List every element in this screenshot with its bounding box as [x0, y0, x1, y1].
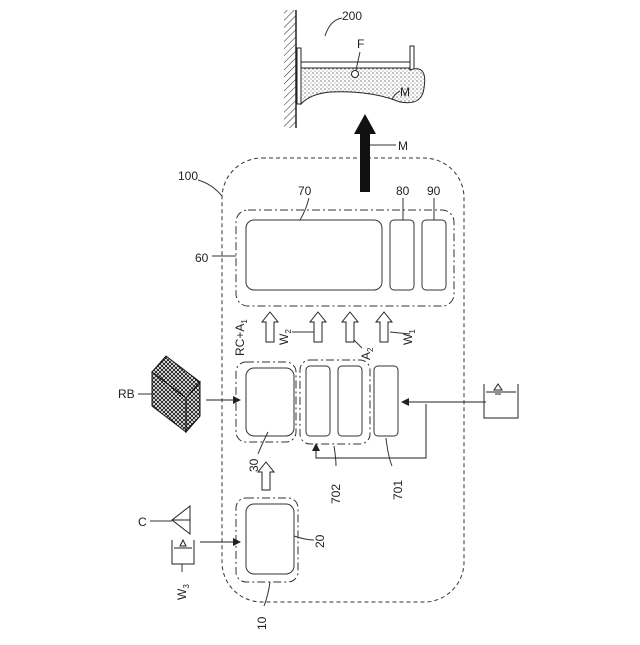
w1-arrow	[376, 312, 392, 342]
water-cup-w3	[172, 540, 194, 564]
label-80: 80	[396, 184, 410, 198]
rc-a-arrow	[262, 312, 278, 342]
tank-assembly	[284, 10, 425, 128]
flow-arrow-shaft	[360, 132, 370, 192]
a2-arrow	[342, 312, 358, 342]
label-flow-m: M	[398, 139, 408, 153]
leader-a2	[354, 340, 362, 348]
left-flange	[297, 48, 301, 104]
unit-70-box	[246, 220, 382, 290]
label-20: 20	[313, 534, 327, 548]
label-w3: W3	[175, 584, 191, 600]
tank-rail	[301, 62, 410, 68]
feed-line-701-702	[316, 404, 426, 458]
label-200: 200	[342, 9, 362, 23]
water-tank-right	[484, 384, 518, 418]
label-60: 60	[195, 251, 209, 265]
label-w2: W2	[277, 329, 293, 345]
leader-70	[300, 198, 309, 220]
label-a2: A2	[359, 347, 375, 360]
rb-block	[152, 356, 200, 432]
system-boundary	[222, 158, 464, 602]
leader-w1	[390, 332, 410, 334]
leader-702	[334, 446, 336, 466]
label-c: C	[138, 515, 147, 529]
unit-80-box	[390, 220, 414, 290]
leader-20	[294, 536, 314, 540]
label-w1: W1	[401, 329, 417, 345]
unit-702-box-a	[306, 366, 330, 436]
label-10: 10	[255, 616, 269, 630]
cement-cone	[172, 506, 190, 534]
fixing-point	[352, 71, 359, 78]
label-90: 90	[427, 184, 441, 198]
leader-200	[325, 18, 342, 36]
label-701: 701	[391, 480, 405, 500]
unit-30-box	[246, 368, 294, 436]
label-f: F	[357, 37, 364, 51]
label-30: 30	[247, 458, 261, 472]
wall	[284, 10, 296, 128]
unit-20-group	[236, 498, 298, 582]
unit-30-group	[236, 362, 296, 442]
manufacturing-unit-60	[236, 210, 454, 306]
unit-702-group	[300, 360, 370, 444]
unit-20-box	[246, 504, 294, 574]
leader-100	[198, 180, 222, 196]
label-70: 70	[298, 184, 312, 198]
w2-arrow	[310, 312, 326, 342]
flow-arrow-head	[354, 114, 376, 134]
label-rc-a: RC+A1	[233, 319, 249, 356]
unit-702-box-b	[338, 366, 362, 436]
leader-30	[258, 432, 268, 454]
unit-90-box	[422, 220, 446, 290]
label-100: 100	[178, 169, 198, 183]
label-m: M	[400, 85, 410, 99]
unit-701-box	[374, 366, 398, 436]
leader-701	[386, 438, 392, 466]
label-rb: RB	[118, 387, 135, 401]
label-702: 702	[329, 484, 343, 504]
